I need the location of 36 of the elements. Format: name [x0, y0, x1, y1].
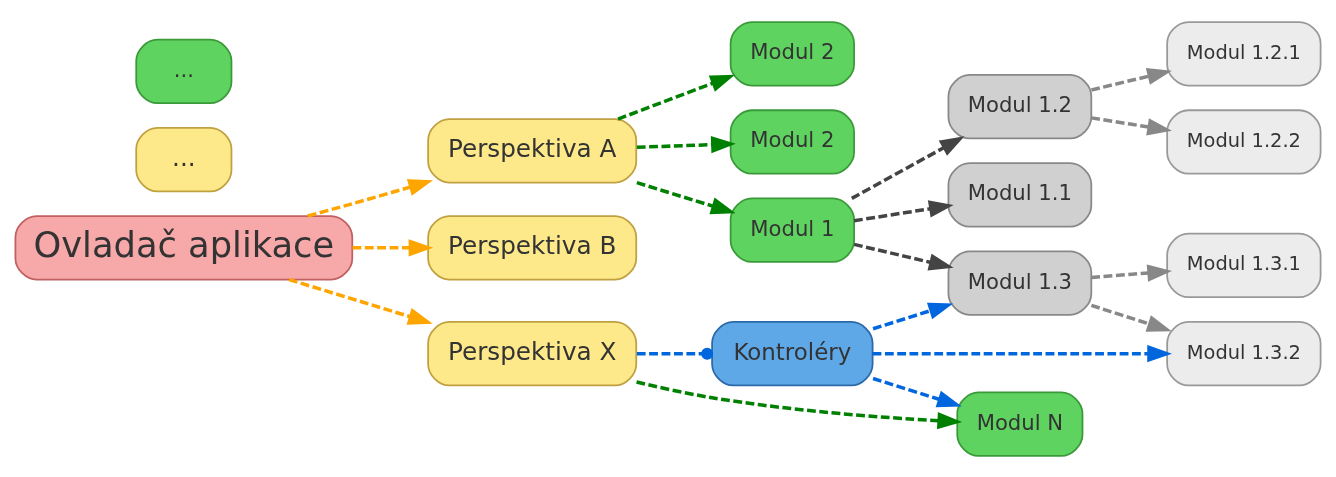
arrow [872, 344, 1172, 362]
node-box: Modul 1.2 [947, 73, 1093, 139]
arrow [1091, 67, 1172, 92]
node-box: Modul 1.3.1 [1166, 232, 1322, 298]
node-box: Modul 1.3.2 [1166, 320, 1322, 386]
arrow [1091, 115, 1172, 135]
arrow [850, 135, 965, 200]
node-box: Ovladač aplikace [14, 214, 354, 280]
arrow [872, 302, 954, 330]
node-box: Modul 2 [729, 20, 855, 86]
node-box: Perspektiva X [427, 320, 638, 386]
arrow [1091, 263, 1172, 282]
arrow [288, 277, 433, 325]
arrow [1090, 303, 1172, 332]
node-box: Perspektiva B [427, 214, 638, 280]
arrow [307, 178, 434, 218]
node-box: Modul 1 [729, 197, 855, 263]
node-box: Modul 1.2.1 [1166, 20, 1322, 86]
node-box: Modul 1.1 [947, 161, 1093, 228]
arrow [853, 242, 954, 271]
arrow [352, 238, 434, 256]
arrow [636, 180, 736, 214]
arrow [636, 135, 736, 153]
node-box: Modul 2 [729, 108, 855, 175]
node-box: Kontroléry [711, 320, 874, 386]
node-box: Modul 1.3 [947, 249, 1093, 316]
arrow [617, 74, 735, 121]
node-box: ... [135, 38, 233, 104]
arrow [853, 199, 954, 222]
node-box: ... [135, 126, 233, 192]
arrow [872, 376, 962, 407]
node-box: Perspektiva A [427, 117, 638, 183]
arrow [636, 379, 963, 429]
node-box: Modul 1.2.2 [1166, 108, 1322, 175]
connector [636, 347, 714, 360]
node-box: Modul N [956, 391, 1084, 457]
